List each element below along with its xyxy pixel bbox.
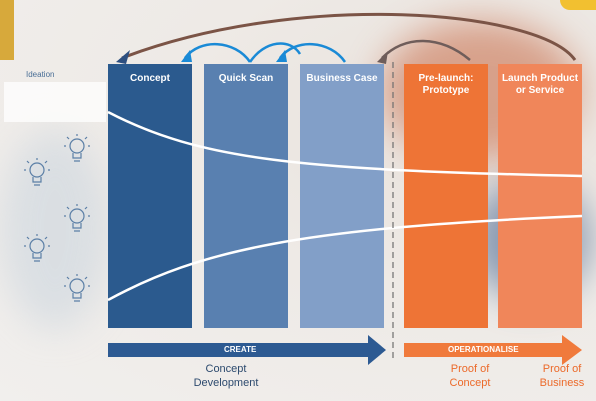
stage-label: Quick Scan xyxy=(218,73,274,84)
stage-prelaunch: Pre-launch: Prototype xyxy=(404,64,488,328)
lightbulb-icon xyxy=(64,274,90,302)
arrow-icon xyxy=(116,50,130,64)
stage-label: Business Case xyxy=(306,73,378,84)
background-blur xyxy=(0,130,110,330)
ideation-box xyxy=(4,82,106,122)
operationalise-arrow xyxy=(404,335,582,365)
funnel-curve-bottom xyxy=(107,214,583,302)
arrow-icon xyxy=(181,50,192,62)
feedback-arrow-long xyxy=(121,12,577,61)
create-label: CREATE xyxy=(224,345,257,354)
stage-concept: Concept xyxy=(108,64,192,328)
funnel-curve-top xyxy=(107,110,583,178)
caption-proof-of-business: Proof of Business xyxy=(539,363,585,389)
feedback-arrow-short xyxy=(381,39,471,61)
lightbulb-icon xyxy=(64,134,90,162)
stage-label: Concept xyxy=(130,73,170,84)
lightbulb-icon xyxy=(24,234,50,262)
lightbulb-icon xyxy=(64,204,90,232)
stage-launch: Launch Product or Service xyxy=(498,64,582,328)
stage-business-case: Business Case xyxy=(300,64,384,328)
stage-label: Pre-launch: Prototype xyxy=(418,73,474,96)
caption-concept-development: Concept Development xyxy=(193,363,259,389)
create-arrow xyxy=(108,335,386,365)
caption-proof-of-concept: Proof of Concept xyxy=(449,363,491,389)
lightbulb-icon xyxy=(24,158,50,186)
corner-accent xyxy=(0,0,14,60)
ideation-label: Ideation xyxy=(26,70,55,79)
stage-quick-scan: Quick Scan xyxy=(204,64,288,328)
iteration-arrow xyxy=(184,43,252,63)
iteration-arrow xyxy=(248,42,302,63)
stage-label: Launch Product or Service xyxy=(501,73,579,96)
arrow-icon xyxy=(276,50,287,62)
corner-accent xyxy=(560,0,596,10)
operationalise-label: OPERATIONALISE xyxy=(448,345,519,354)
iteration-arrow xyxy=(279,43,347,63)
lightbulb-group xyxy=(24,134,90,302)
arrow-icon xyxy=(377,51,388,64)
